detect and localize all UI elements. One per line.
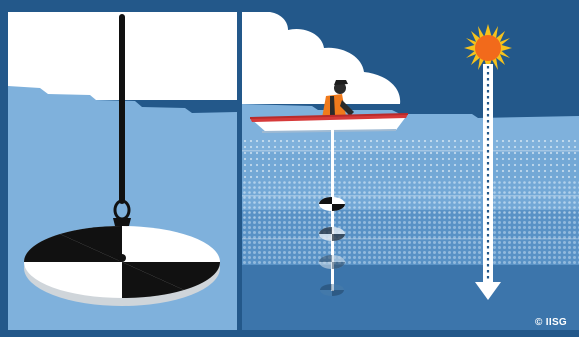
secchi-disk-deep-icon: [319, 255, 345, 269]
lake-scene-graphic: [242, 0, 579, 337]
secchi-disk-shallow-icon: [319, 197, 345, 211]
secchi-disk-faded-icon: [320, 284, 344, 296]
lake-scene-panel: [242, 0, 579, 337]
secchi-disk-mid-icon: [319, 227, 345, 241]
secchi-disk-closeup-panel: [0, 0, 237, 337]
copyright-credit: © IISG: [535, 317, 567, 328]
secchi-disk-on-rope-icon: [0, 0, 237, 337]
